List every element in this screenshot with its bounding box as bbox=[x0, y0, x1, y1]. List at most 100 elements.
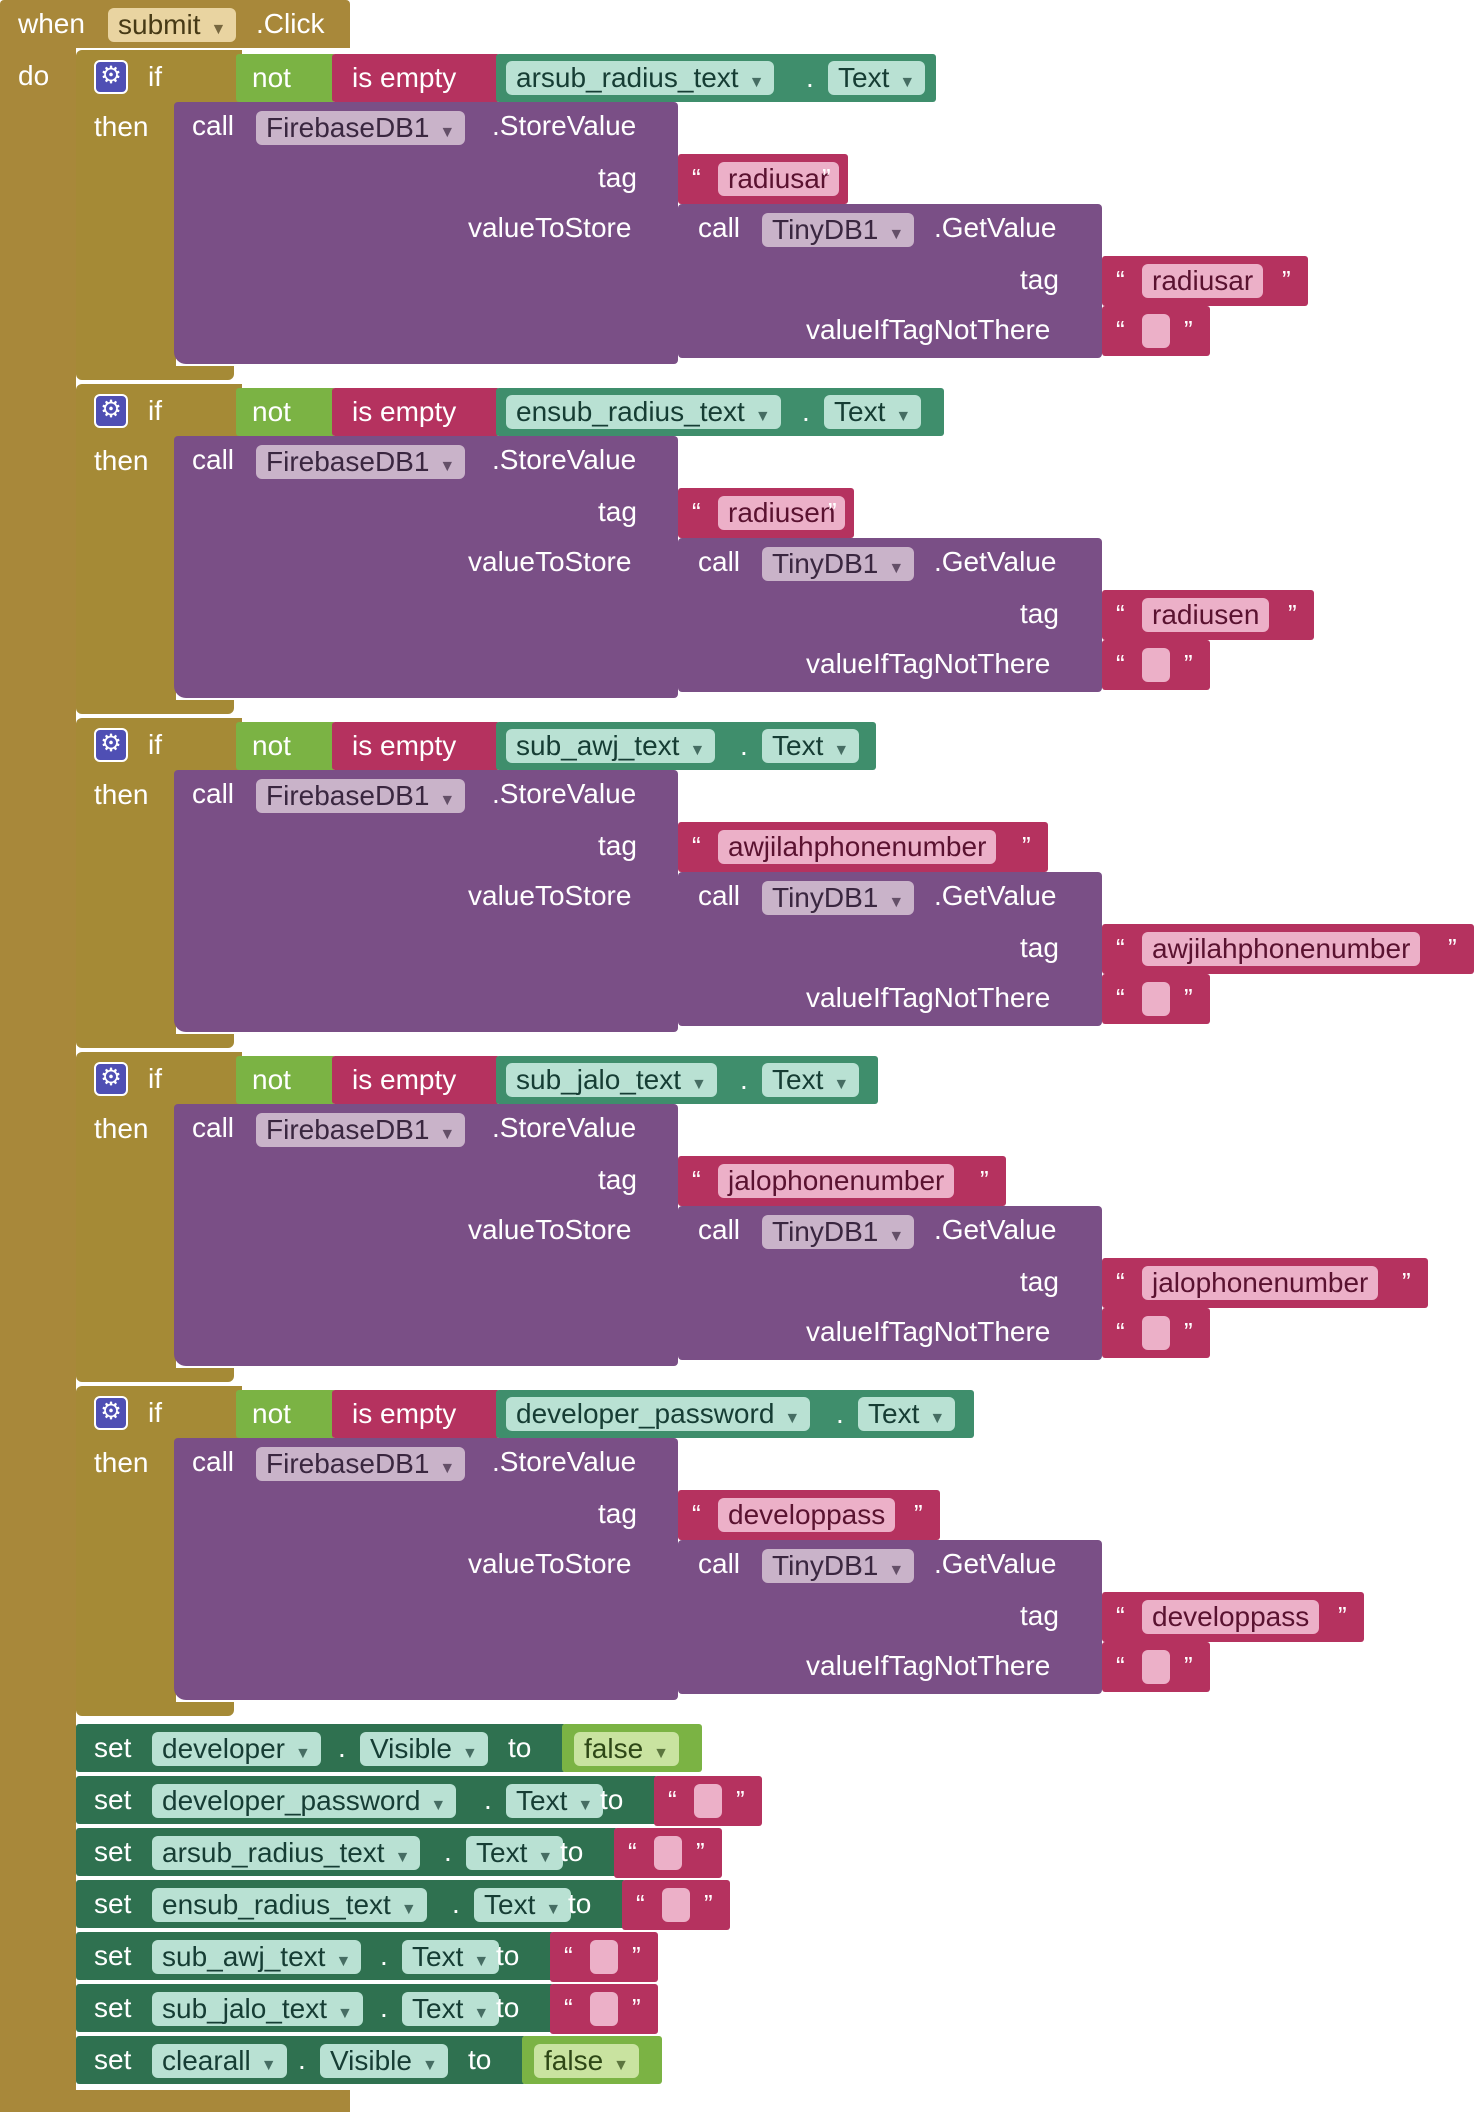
is-empty-block[interactable] bbox=[332, 54, 500, 102]
is-empty-block[interactable] bbox=[332, 722, 500, 770]
chevron-down-icon[interactable]: ▼ bbox=[473, 2005, 490, 2022]
chevron-down-icon[interactable]: ▼ bbox=[461, 1745, 478, 1762]
set-block[interactable] bbox=[76, 1724, 566, 1772]
empty-string-value[interactable] bbox=[590, 1940, 618, 1974]
component-dropdown[interactable]: arsub_radius_text▼ bbox=[506, 61, 775, 95]
firebase-store-value-block[interactable] bbox=[174, 1104, 678, 1366]
firebase-store-value-block[interactable] bbox=[174, 770, 678, 1032]
chevron-down-icon[interactable]: ▼ bbox=[833, 1076, 850, 1093]
component-dropdown[interactable]: sub_awj_text▼ bbox=[506, 729, 716, 763]
component-dropdown-submit[interactable]: submit▼ bbox=[108, 8, 237, 42]
if-bottom[interactable] bbox=[76, 700, 234, 714]
component-dropdown[interactable]: developer_password▼ bbox=[506, 1397, 811, 1431]
component-dropdown[interactable]: sub_jalo_text▼ bbox=[506, 1063, 717, 1097]
store-tag-string-value[interactable]: developpass bbox=[718, 1498, 896, 1532]
is-empty-block[interactable] bbox=[332, 388, 500, 436]
chevron-down-icon[interactable]: ▼ bbox=[888, 226, 905, 243]
chevron-down-icon[interactable]: ▼ bbox=[833, 742, 850, 759]
set-property-dropdown[interactable]: Text▼ bbox=[506, 1784, 604, 1818]
set-component-dropdown[interactable]: arsub_radius_text▼ bbox=[152, 1836, 421, 1870]
empty-string-value[interactable] bbox=[1142, 1650, 1170, 1684]
if-rail[interactable] bbox=[76, 1102, 176, 1372]
property-dropdown[interactable]: Text▼ bbox=[762, 1063, 860, 1097]
gear-icon[interactable]: ⚙ bbox=[94, 394, 128, 428]
set-property-dropdown[interactable]: Text▼ bbox=[402, 1992, 500, 2026]
set-property-dropdown[interactable]: Text▼ bbox=[474, 1888, 572, 1922]
property-dropdown[interactable]: Text▼ bbox=[824, 395, 922, 429]
empty-string-value[interactable] bbox=[1142, 648, 1170, 682]
empty-string-value[interactable] bbox=[1142, 314, 1170, 348]
chevron-down-icon[interactable]: ▼ bbox=[210, 21, 227, 38]
chevron-down-icon[interactable]: ▼ bbox=[689, 742, 706, 759]
chevron-down-icon[interactable]: ▼ bbox=[888, 1562, 905, 1579]
set-block[interactable] bbox=[76, 2036, 526, 2084]
component-dropdown[interactable]: ensub_radius_text▼ bbox=[506, 395, 781, 429]
event-footer[interactable] bbox=[0, 2090, 350, 2112]
set-component-dropdown[interactable]: developer▼ bbox=[152, 1732, 321, 1766]
chevron-down-icon[interactable]: ▼ bbox=[754, 408, 771, 425]
if-bottom[interactable] bbox=[76, 1368, 234, 1382]
chevron-down-icon[interactable]: ▼ bbox=[577, 1797, 594, 1814]
not-block[interactable] bbox=[236, 722, 336, 770]
not-block[interactable] bbox=[236, 388, 336, 436]
get-tag-string-value[interactable]: developpass bbox=[1142, 1600, 1320, 1634]
get-tag-string-value[interactable]: radiusar bbox=[1142, 264, 1264, 298]
set-component-dropdown[interactable]: sub_jalo_text▼ bbox=[152, 1992, 363, 2026]
empty-string-value[interactable] bbox=[1142, 982, 1170, 1016]
set-property-dropdown[interactable]: Visible▼ bbox=[320, 2044, 448, 2078]
if-rail[interactable] bbox=[76, 434, 176, 704]
property-dropdown[interactable]: Text▼ bbox=[828, 61, 926, 95]
chevron-down-icon[interactable]: ▼ bbox=[335, 1953, 352, 1970]
chevron-down-icon[interactable]: ▼ bbox=[691, 1076, 707, 1093]
if-bottom[interactable] bbox=[76, 366, 234, 380]
gear-icon[interactable]: ⚙ bbox=[94, 728, 128, 762]
if-rail[interactable] bbox=[76, 1436, 176, 1706]
tinydb-component-dropdown[interactable]: TinyDB1▼ bbox=[762, 1215, 915, 1249]
chevron-down-icon[interactable]: ▼ bbox=[888, 894, 905, 911]
firebase-component-dropdown[interactable]: FirebaseDB1▼ bbox=[256, 111, 466, 145]
empty-string-value[interactable] bbox=[654, 1836, 682, 1870]
get-tag-string-value[interactable]: jalophonenumber bbox=[1142, 1266, 1379, 1300]
gear-icon[interactable]: ⚙ bbox=[94, 1396, 128, 1430]
firebase-store-value-block[interactable] bbox=[174, 102, 678, 364]
chevron-down-icon[interactable]: ▼ bbox=[929, 1410, 946, 1427]
chevron-down-icon[interactable]: ▼ bbox=[394, 1849, 411, 1866]
property-dropdown[interactable]: Text▼ bbox=[762, 729, 860, 763]
property-dropdown[interactable]: Text▼ bbox=[858, 1397, 956, 1431]
chevron-down-icon[interactable]: ▼ bbox=[537, 1849, 554, 1866]
event-left-rail[interactable] bbox=[0, 40, 76, 2112]
if-rail[interactable] bbox=[76, 100, 176, 370]
chevron-down-icon[interactable]: ▼ bbox=[439, 1460, 456, 1477]
chevron-down-icon[interactable]: ▼ bbox=[545, 1901, 562, 1918]
chevron-down-icon[interactable]: ▼ bbox=[899, 74, 916, 91]
not-block[interactable] bbox=[236, 1056, 336, 1104]
false-dropdown[interactable]: false▼ bbox=[534, 2044, 639, 2078]
empty-string-value[interactable] bbox=[662, 1888, 690, 1922]
set-component-dropdown[interactable]: ensub_radius_text▼ bbox=[152, 1888, 427, 1922]
store-tag-string-value[interactable]: radiusen bbox=[718, 496, 846, 530]
if-rail[interactable] bbox=[76, 768, 176, 1038]
gear-icon[interactable]: ⚙ bbox=[94, 60, 128, 94]
chevron-down-icon[interactable]: ▼ bbox=[260, 2057, 277, 2074]
false-dropdown[interactable]: false▼ bbox=[574, 1732, 679, 1766]
chevron-down-icon[interactable]: ▼ bbox=[337, 2005, 353, 2022]
not-block[interactable] bbox=[236, 54, 336, 102]
empty-string-value[interactable] bbox=[590, 1992, 618, 2026]
tinydb-component-dropdown[interactable]: TinyDB1▼ bbox=[762, 1549, 915, 1583]
chevron-down-icon[interactable]: ▼ bbox=[421, 2057, 438, 2074]
chevron-down-icon[interactable]: ▼ bbox=[748, 74, 765, 91]
set-property-dropdown[interactable]: Text▼ bbox=[466, 1836, 564, 1870]
firebase-store-value-block[interactable] bbox=[174, 436, 678, 698]
chevron-down-icon[interactable]: ▼ bbox=[895, 408, 912, 425]
chevron-down-icon[interactable]: ▼ bbox=[613, 2057, 629, 2074]
chevron-down-icon[interactable]: ▼ bbox=[430, 1797, 447, 1814]
is-empty-block[interactable] bbox=[332, 1056, 500, 1104]
firebase-store-value-block[interactable] bbox=[174, 1438, 678, 1700]
firebase-component-dropdown[interactable]: FirebaseDB1▼ bbox=[256, 779, 466, 813]
firebase-component-dropdown[interactable]: FirebaseDB1▼ bbox=[256, 445, 466, 479]
chevron-down-icon[interactable]: ▼ bbox=[439, 458, 456, 475]
empty-string-value[interactable] bbox=[694, 1784, 722, 1818]
chevron-down-icon[interactable]: ▼ bbox=[653, 1745, 669, 1762]
set-component-dropdown[interactable]: sub_awj_text▼ bbox=[152, 1940, 362, 1974]
gear-icon[interactable]: ⚙ bbox=[94, 1062, 128, 1096]
